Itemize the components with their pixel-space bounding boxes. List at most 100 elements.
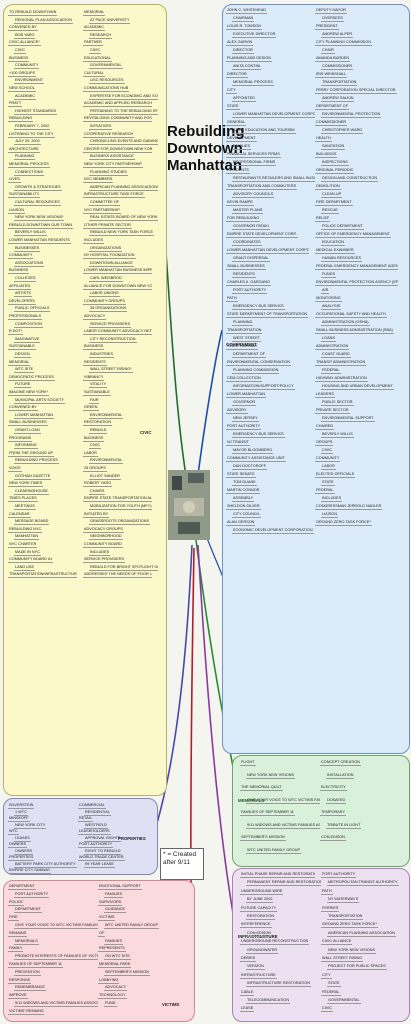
mem-node: WTC UNITED FAMILY GROUP <box>246 847 302 854</box>
infra-node: PERMANENT REPAIR AND RESTORATION <box>246 880 321 887</box>
civic-node: TRANSPORTATION/INFRASTRUCTURE <box>8 572 77 579</box>
gov-node: GENERAL <box>226 120 247 126</box>
gov-node: NJ TRANSIT <box>226 440 250 446</box>
civic-node: JULY 20, 2002 <box>14 139 41 146</box>
civic-node: FAIR <box>89 397 100 404</box>
civic-node: PLANNING STUDIES <box>89 169 128 176</box>
memorials-region <box>232 755 410 867</box>
civic-node: REGIONAL PLAN ASSOCIATION <box>14 17 73 24</box>
civic-node: CONVENED BY <box>8 405 38 412</box>
civic-node: AT PACE UNIVERSITY <box>89 17 131 24</box>
gov-node: ALEX GARVIN <box>226 40 254 46</box>
gov-node: WEST STREET <box>232 336 261 342</box>
prop-node: 1 WTC <box>14 809 28 816</box>
gov-node: FUNDS <box>321 272 337 278</box>
gov-node: COMMISSIONER <box>315 120 348 126</box>
infra-node: NEW YORK NEW VISIONS <box>327 947 376 954</box>
prop-node: RESIDENTIAL <box>84 809 111 816</box>
gov-node: FIRE DEPARTMENT <box>315 200 353 206</box>
gov-node: FEDERAL <box>315 488 335 494</box>
civic-node: COMMITTEE OF <box>89 200 121 206</box>
gov-node: LIAISON <box>321 512 338 518</box>
civic-node: LOWER MANHATTAN BUSINESS IMPROVEMENT DIS… <box>83 268 152 275</box>
infra-node: TELECOMMUNICATION <box>246 998 291 1004</box>
civic-node: DESIGN <box>14 352 31 358</box>
civic-node: MEMORIAL <box>8 359 31 366</box>
civic-node: INFORMING <box>14 443 38 450</box>
mem-node: SEPTEMBER'S MISSION <box>240 835 286 841</box>
vic-node: LOBBYING <box>98 977 120 984</box>
gov-node: STATE SENATE <box>226 472 256 478</box>
gov-node: DEPARTMENT OF <box>232 352 267 358</box>
prop-node: SILVERSTEIN <box>8 803 35 809</box>
gov-node: ENVIRONMENTAL SUPPORT <box>321 416 375 422</box>
gov-node: TRANSPORTATION <box>321 80 358 86</box>
gov-node: LOWER MANHATTAN DEVELOPMENT CORPORATION* <box>232 112 315 118</box>
civic-node: LAND USE <box>14 564 35 571</box>
gov-node: ANITA CONTINI <box>232 64 262 70</box>
gov-node: SANITATION <box>321 144 346 150</box>
civic-node: LISC RESOURCES <box>89 78 125 85</box>
civic-node: BUSINESSES <box>14 245 41 252</box>
civic-node: SUSTAINABLE <box>83 390 111 396</box>
gov-node: ANDREW SALKIN <box>321 96 355 102</box>
gov-node: FINANCIAL SERVICES FIRMS <box>226 152 281 158</box>
civic-node: REBUILDING PROCESS <box>14 458 59 465</box>
civic-node: TIMES PLACES <box>8 496 38 503</box>
civic-node: MADE IN NYC <box>14 549 41 556</box>
vic-node: IMPROVE <box>8 993 28 1000</box>
gov-node: PRESIDENT <box>315 24 339 30</box>
civic-node: GRANT LOAN <box>14 428 41 434</box>
title-line-1: Rebuilding <box>167 123 245 140</box>
prop-node: RIGHT TO REBUILD <box>84 848 122 855</box>
vic-node: ON WTC SITE <box>104 954 131 961</box>
prop-node: 99 YEAR LEASE <box>84 861 115 868</box>
civic-node: PROFESSIONALS <box>8 314 43 320</box>
civic-node: GRASSROOTS ORGANIZATIONS <box>89 519 150 526</box>
gov-node: SMALL BUSINESS ADMINISTRATION (SBA) <box>315 328 394 334</box>
vic-node: TECHNOLOGY <box>98 993 127 1000</box>
branch-civic: CIVIC <box>140 430 152 435</box>
vic-node: PREVENTION <box>14 969 41 976</box>
gov-node: HUMAN RESOURCES <box>321 256 363 262</box>
infra-node: VERIZON <box>246 964 265 971</box>
civic-node: ACADEMIC AND APPLIED RESEARCH <box>83 101 152 108</box>
gov-node: FERRY CORPORATION SPECIAL DIRECTOR <box>315 88 397 94</box>
gov-node: ADVISORY COUNCILS <box>232 192 275 198</box>
civic-node: CARL WEISBROD <box>89 276 123 282</box>
vic-node: GIVE YOUR VOICE TO WTC VICTIMS FAMILIES <box>14 923 98 929</box>
civic-node: ENVIRONMENT <box>14 78 45 85</box>
gov-node: OVERSEES <box>321 16 344 22</box>
gov-node: PLANNING AND DESIGN <box>226 56 272 62</box>
gov-node: MEDICAL EXAMINER <box>315 248 355 254</box>
civic-node: ARCHITECTURE <box>8 146 40 153</box>
civic-node: VITALITY <box>89 382 108 389</box>
civic-node: LABOR COMMUNITY ADVOCACY NETWORK (LCAN) <box>83 329 152 336</box>
gov-node: DIRECTOR <box>232 48 254 54</box>
civic-node: CULTURAL RESOURCES <box>14 200 61 206</box>
infra-node: METROPOLITAN TRANSIT AUTHORITY <box>327 880 399 887</box>
wtc-site-aerial-image <box>168 470 210 540</box>
gov-node: RESIDENTS <box>226 168 250 174</box>
vic-node: REMAINS <box>8 930 28 937</box>
gov-node: ELECTED OFFICIALS <box>315 472 356 478</box>
infra-node: UNDERGROUND RECONSTRUCTION <box>240 939 310 946</box>
gov-node: SMALL BUSINESSES <box>226 264 266 270</box>
civic-node: GOTHAM GAZETTE <box>14 473 52 480</box>
civic-node: MANHATTAN <box>14 534 40 541</box>
infra-node: UNDERGROUND WIRE <box>240 888 284 895</box>
gov-node: CITY PLANNING COMMISSION <box>315 40 372 46</box>
civic-node: RESTORATION <box>83 420 113 427</box>
gov-node: OFFICE OF EMERGENCY MANAGEMENT <box>315 232 391 238</box>
infra-node: CITY <box>321 972 332 979</box>
title-line-2: Downtown <box>167 140 243 157</box>
gov-node: ENVIRONMENTAL CONSERVATION <box>226 360 292 366</box>
vic-node: FAMILY <box>8 946 24 953</box>
gov-node: LABOR <box>321 464 336 470</box>
civic-node: COMMUNITY <box>8 253 34 260</box>
gov-node: GROUND ZERO TASK FORCE* <box>315 520 372 526</box>
gov-node: PRIVATE SECTOR <box>315 408 350 414</box>
gov-node: MEMORIAL PROCESS <box>232 80 274 86</box>
gov-node: AIR <box>321 288 330 294</box>
infra-node: FUTURE CAPACITY <box>240 905 278 912</box>
